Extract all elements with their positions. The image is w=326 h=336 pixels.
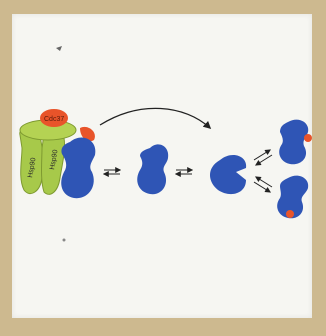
client-kinase-bound [61, 138, 95, 199]
product-lower [277, 176, 308, 219]
equilibrium-arrows-1 [104, 170, 120, 174]
chaperone-complex: Cdc37 Hsp90 Hsp90 [20, 109, 96, 198]
client-kinase-open [210, 155, 246, 194]
equilibrium-arrows-2 [176, 170, 192, 174]
product-upper [279, 120, 312, 165]
curved-arrow [100, 108, 210, 128]
speck-left [63, 239, 66, 242]
client-kinase-free [137, 144, 168, 194]
client-kinase-upper [279, 120, 308, 165]
equilibrium-arrows-down [254, 177, 272, 192]
red-cofactor-upper [304, 134, 312, 142]
speck-top [56, 46, 62, 51]
red-cofactor-lower [286, 210, 294, 218]
equilibrium-arrows-up [254, 150, 272, 165]
cdc37-label: Cdc37 [44, 116, 64, 123]
